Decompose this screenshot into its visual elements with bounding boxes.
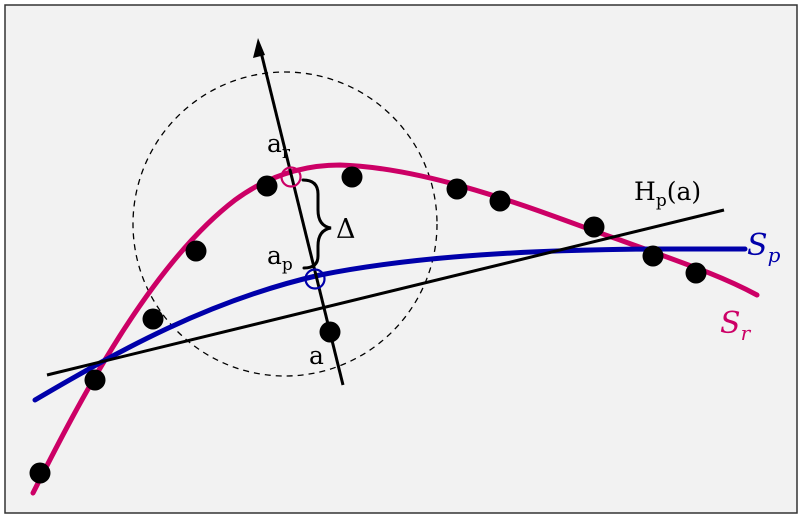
label-a-r-sub: r (282, 143, 291, 163)
label-delta: Δ (336, 214, 356, 245)
label-s-p-sub: p (768, 243, 781, 267)
label-h-sub: p (656, 191, 667, 211)
label-h-base: H (634, 177, 656, 206)
sample-points (29, 166, 707, 484)
sample-point-5 (256, 175, 278, 197)
label-a-r: ar (267, 129, 291, 163)
label-a-p-sub: p (282, 255, 293, 275)
label-a-p-base: a (267, 241, 282, 270)
neighborhood-circle (132, 71, 438, 377)
label-h-arg: (a) (667, 177, 701, 206)
sample-point-11 (685, 262, 707, 284)
label-s-r-sub: r (741, 321, 752, 345)
sample-point-3 (142, 308, 164, 330)
label-a-p: ap (267, 241, 293, 275)
normal-axis-arrowhead (253, 38, 265, 58)
sample-point-9 (583, 216, 605, 238)
sample-point-6 (341, 166, 363, 188)
sample-point-a (319, 321, 341, 343)
label-s-r: Sr (720, 306, 752, 345)
delta-brace (301, 178, 332, 270)
sample-point-4 (185, 240, 207, 262)
label-a: a (309, 341, 324, 370)
sample-point-1 (29, 462, 51, 484)
sample-point-7 (446, 178, 468, 200)
label-h-p-a: Hp(a) (634, 177, 701, 211)
label-s-p-base: S (747, 228, 768, 263)
sample-point-8 (489, 190, 511, 212)
sample-point-2 (84, 369, 106, 391)
line-h-p-a (46, 208, 725, 377)
label-s-p: Sp (747, 228, 781, 267)
label-s-r-base: S (720, 306, 741, 341)
sample-point-10 (642, 245, 664, 267)
projection-marker-a-r (280, 166, 302, 188)
projection-marker-a-p (304, 268, 326, 290)
label-a-r-base: a (267, 129, 282, 158)
